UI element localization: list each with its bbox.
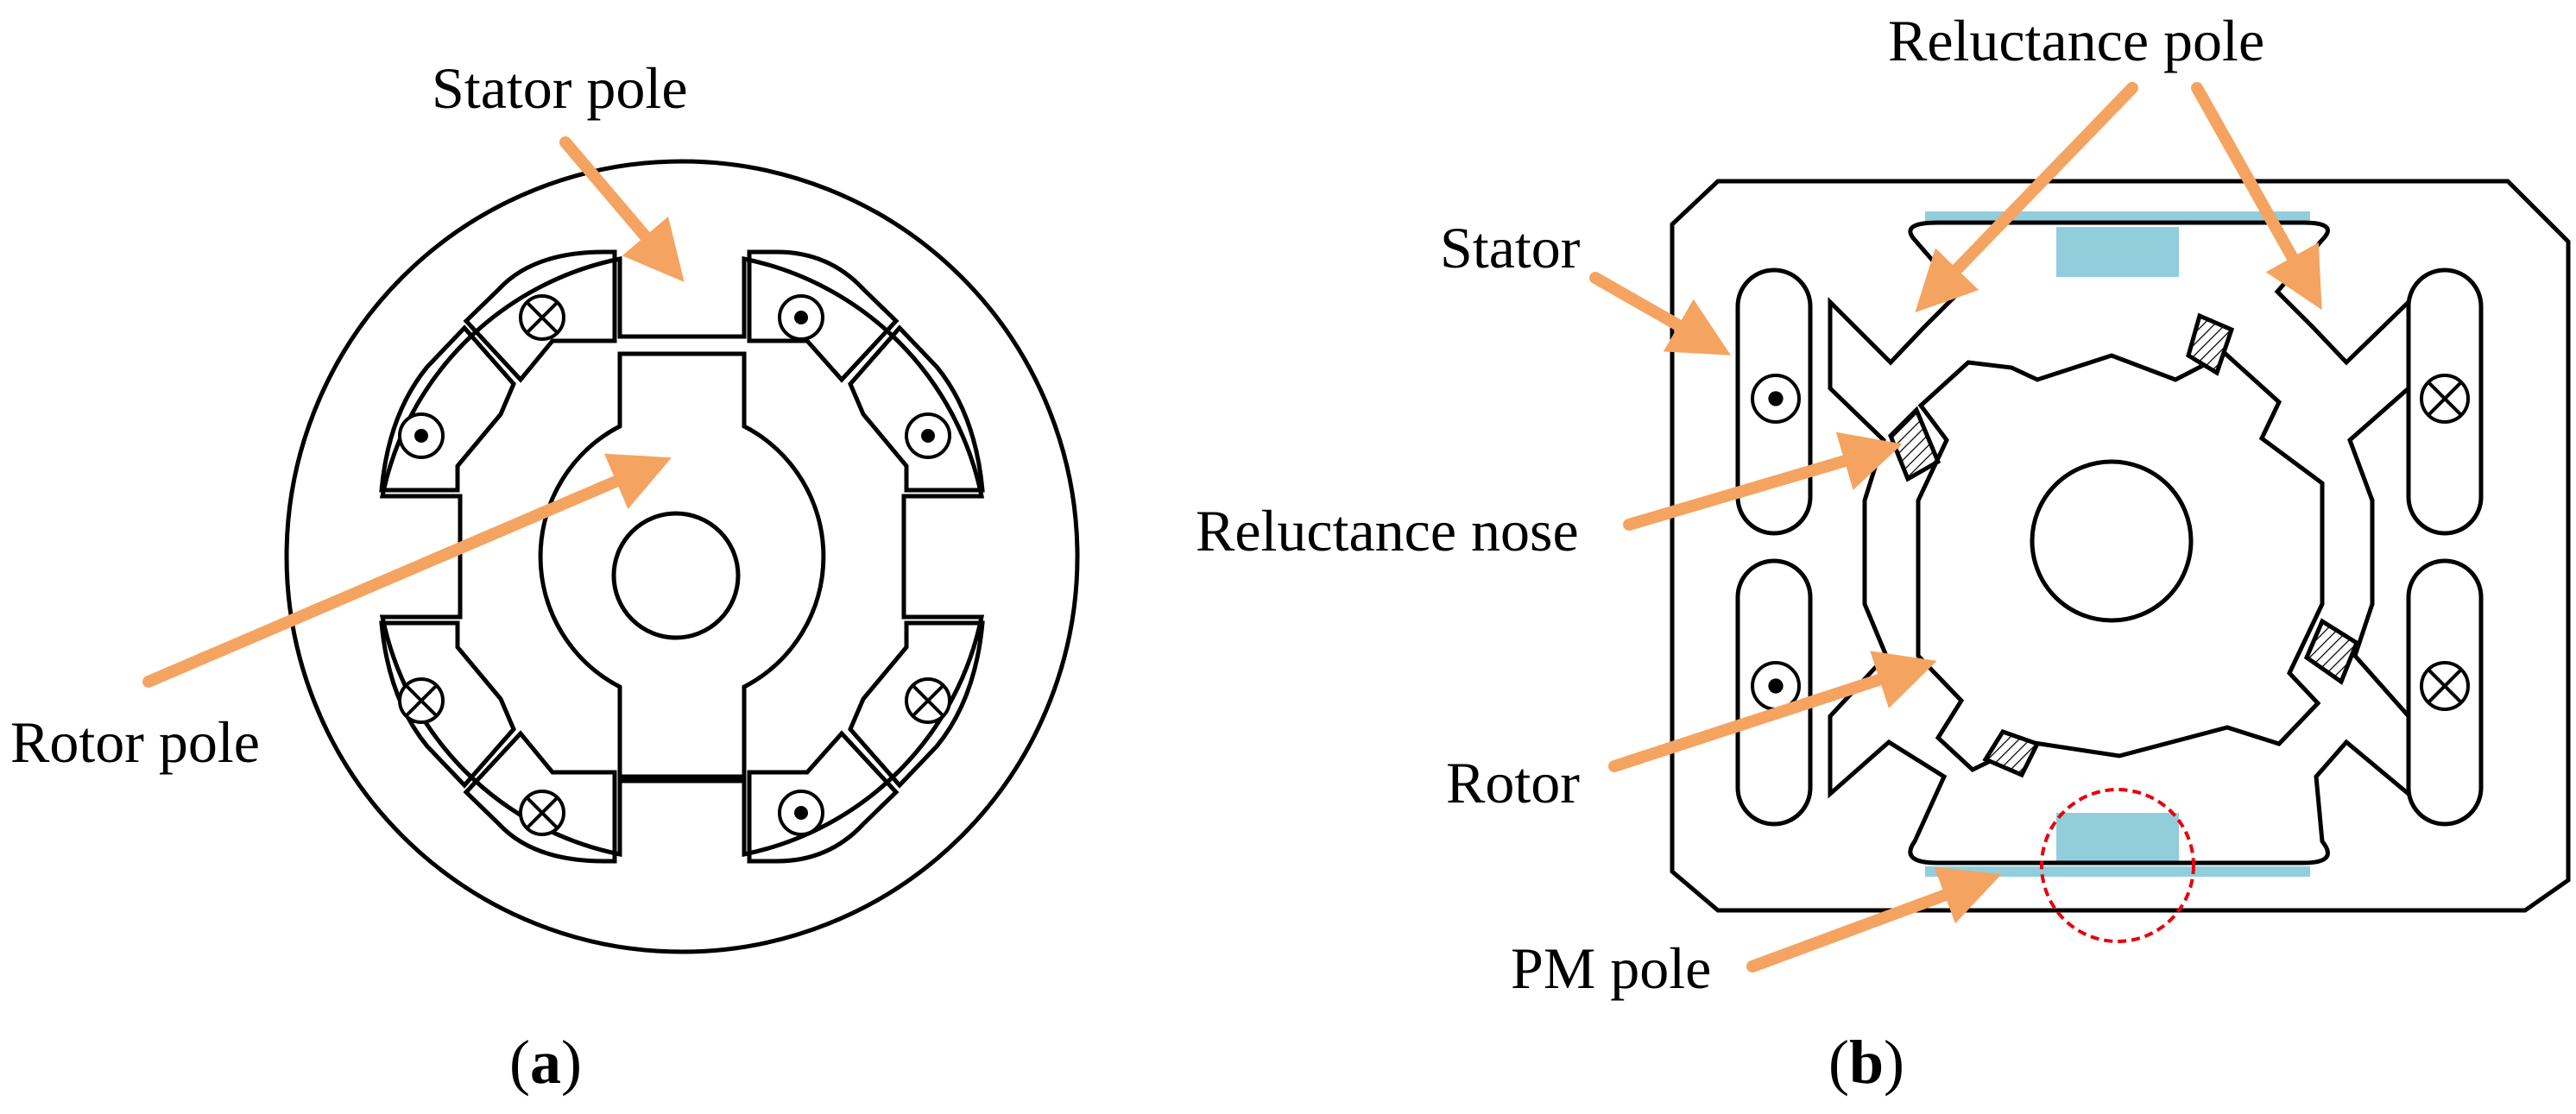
- stator-label: Stator: [1440, 215, 1581, 280]
- winding-b-upper-right: [2406, 267, 2484, 536]
- current-in-cross-icon: [519, 294, 565, 341]
- reluctance-nose-arrow: [1623, 431, 1903, 531]
- panel-a: [284, 159, 1080, 954]
- panel-a-arrows: [142, 136, 685, 688]
- stator-frame: [1670, 179, 2571, 913]
- stator-pole-arrow: [559, 136, 685, 282]
- winding-slot-1: [463, 249, 617, 383]
- panel-a-caption: (a): [509, 1028, 582, 1097]
- pm-block-bottom: [2056, 813, 2179, 863]
- winding-slot-3: [848, 324, 985, 493]
- winding-b-upper-left: [1735, 267, 1813, 536]
- reluctance-nose-3: [2303, 618, 2360, 685]
- reluctance-pole-arrow-left: [1915, 82, 2138, 313]
- panel-a-coil-markers: [398, 294, 951, 836]
- panel-b-coil-markers: [1751, 374, 2470, 711]
- stator-pole-label: Stator pole: [432, 55, 688, 121]
- rotor-body: [538, 351, 826, 784]
- pm-block-top: [2056, 227, 2179, 277]
- current-in-cross-icon: [519, 790, 565, 836]
- rotor-body-b: [1916, 350, 2325, 773]
- pm-highlight-circle: [2040, 788, 2195, 943]
- reluctance-pole-arrow-right: [2191, 82, 2322, 311]
- reluctance-nose-4: [1982, 728, 2041, 778]
- reluctance-nose-1: [2186, 312, 2235, 376]
- reluctance-nose-label: Reluctance nose: [1196, 498, 1579, 563]
- rotor-shaft-b: [2030, 459, 2194, 623]
- panel-a-caption-letter: a: [530, 1028, 561, 1097]
- current-out-dot-icon: [778, 790, 824, 836]
- current-out-dot-icon: [905, 412, 951, 459]
- stator-inner-contour: [379, 255, 985, 858]
- rotor-shaft: [611, 511, 741, 640]
- panel-b-arrows: [1589, 82, 2322, 972]
- rotor-pole-arrow: [142, 453, 672, 688]
- current-in-cross-icon: [2420, 374, 2470, 424]
- current-in-cross-icon: [905, 677, 951, 724]
- winding-slot-4: [379, 324, 516, 493]
- panel-b-caption: (b): [1828, 1028, 1904, 1097]
- current-out-dot-icon: [1751, 661, 1801, 711]
- panel-b: [1670, 179, 2571, 943]
- pm-pole-label: PM pole: [1511, 935, 1711, 1001]
- winding-b-lower-left: [1735, 558, 1813, 827]
- winding-slot-2: [747, 249, 900, 383]
- reluctance-pole-label: Reluctance pole: [1888, 8, 2264, 73]
- winding-slot-8: [747, 730, 900, 864]
- stator-outer-ring: [284, 159, 1080, 954]
- winding-slot-6: [848, 620, 985, 789]
- current-out-dot-icon: [778, 294, 824, 341]
- stator-inner-contour-b: [1828, 220, 2411, 865]
- panel-b-caption-letter: b: [1849, 1028, 1884, 1097]
- pm-strip-top: [1925, 211, 2310, 222]
- current-in-cross-icon: [398, 677, 445, 724]
- pm-pole-arrow: [1746, 866, 2002, 972]
- current-in-cross-icon: [2420, 661, 2470, 711]
- rotor-pole-label: Rotor pole: [10, 709, 260, 775]
- rotor-arrow: [1608, 651, 1937, 772]
- pm-strip-bottom: [1925, 866, 2310, 877]
- winding-b-lower-right: [2406, 558, 2484, 827]
- current-out-dot-icon: [398, 412, 445, 459]
- current-out-dot-icon: [1751, 374, 1801, 424]
- rotor-label: Rotor: [1446, 750, 1580, 815]
- stator-arrow: [1589, 272, 1732, 356]
- winding-slot-7: [463, 730, 617, 864]
